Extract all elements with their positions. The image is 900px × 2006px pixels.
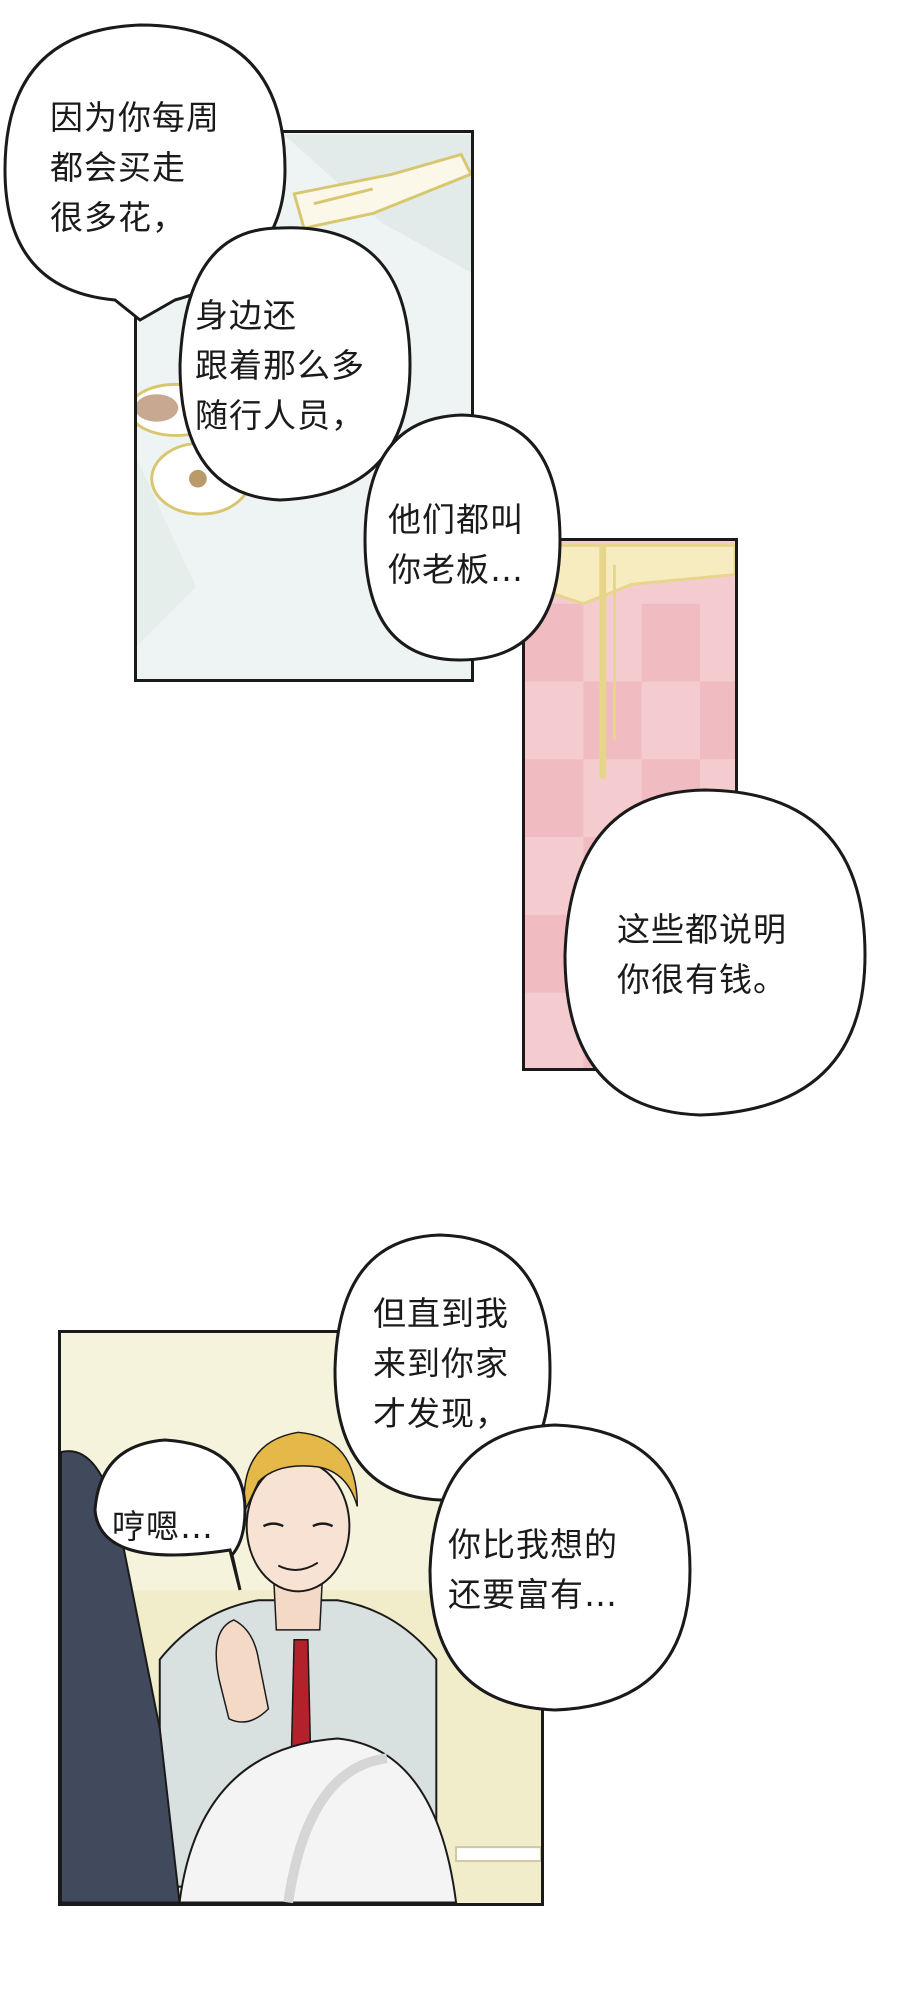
bubble-text-4: 这些都说明 你很有钱。 <box>617 910 787 999</box>
man-dining-illustration <box>61 1333 541 1903</box>
bubble-text-2: 身边还 跟着那么多 随行人员， <box>195 296 365 435</box>
panel-man-dining <box>58 1330 544 1906</box>
bubble-text-7: 你比我想的 还要富有… <box>448 1525 618 1614</box>
bubble-text-3: 他们都叫 你老板… <box>388 500 524 589</box>
bubble-text-1: 因为你每周 都会买走 很多花， <box>50 98 220 237</box>
bubble-text-6: 哼嗯… <box>112 1507 214 1546</box>
bubble-text-5: 但直到我 来到你家 才发现， <box>373 1294 509 1433</box>
